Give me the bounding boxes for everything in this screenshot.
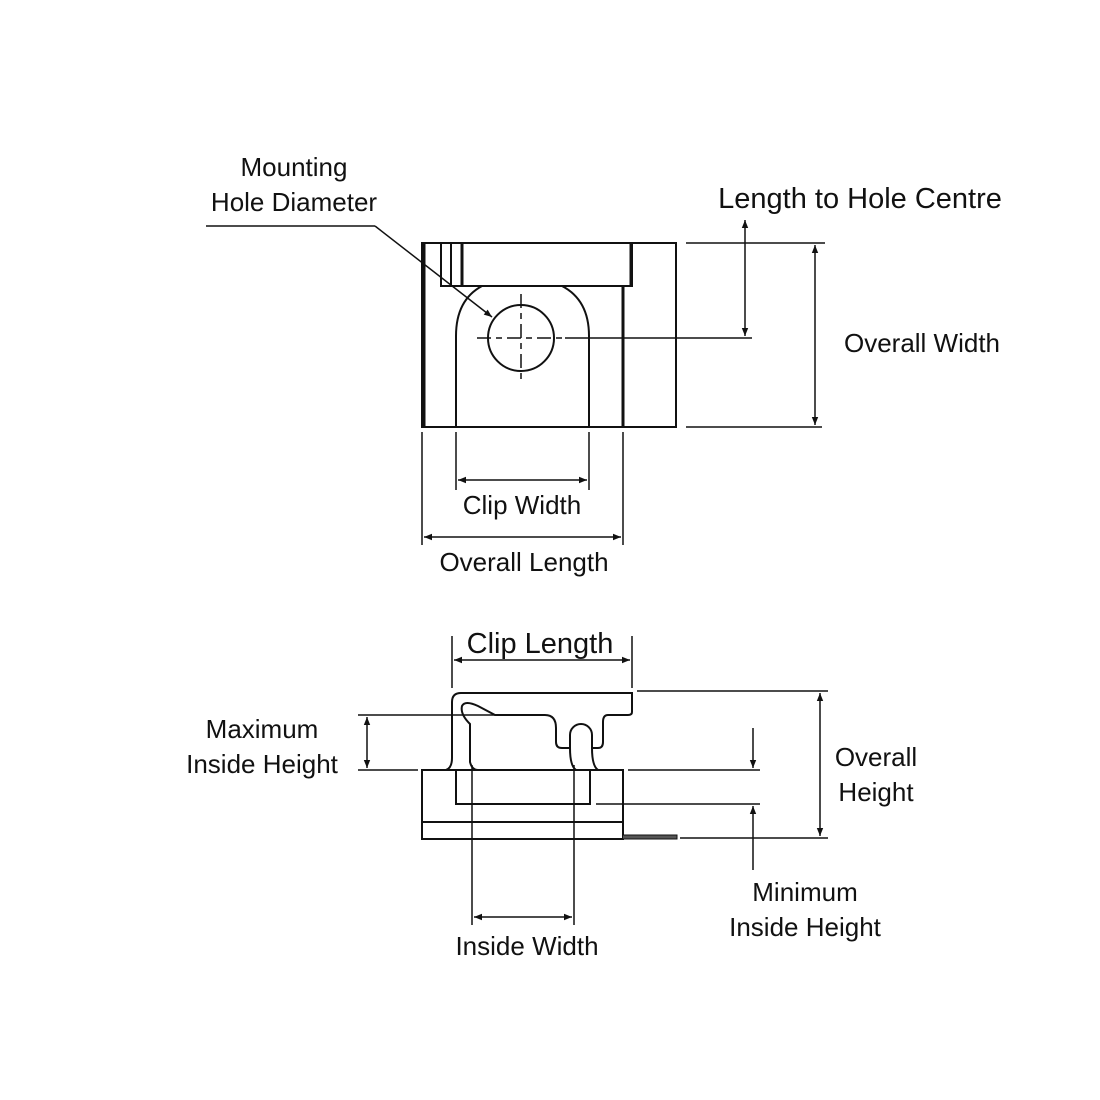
inside-width-label: Inside Width [455, 931, 599, 961]
clip-width-label: Clip Width [462, 490, 582, 520]
min-inside-height-label-line1: Minimum [752, 877, 858, 907]
max-inside-height-label-line2: Inside Height [186, 749, 338, 779]
clip-outline [455, 285, 590, 427]
overall-height-label-line2: Height [838, 777, 914, 807]
overall-width-label: Overall Width [843, 328, 1001, 358]
max-inside-height-label-line1: Maximum [205, 714, 319, 744]
base-outline [421, 242, 677, 428]
overall-length-label: Overall Length [439, 547, 609, 577]
length-to-hole-centre-label: Length to Hole Centre [718, 183, 1002, 215]
clip-profile [445, 692, 633, 771]
top-view [206, 220, 825, 545]
min-inside-height-label-line2: Inside Height [729, 912, 881, 942]
mounting-hole-label-line2: Hole Diameter [210, 187, 378, 217]
overall-height-label-line1: Overall [834, 742, 918, 772]
clip-length-label: Clip Length [466, 628, 614, 660]
mounting-hole-label-line1: Mounting [240, 152, 348, 182]
top-bar [440, 242, 633, 287]
side-view [358, 636, 828, 925]
